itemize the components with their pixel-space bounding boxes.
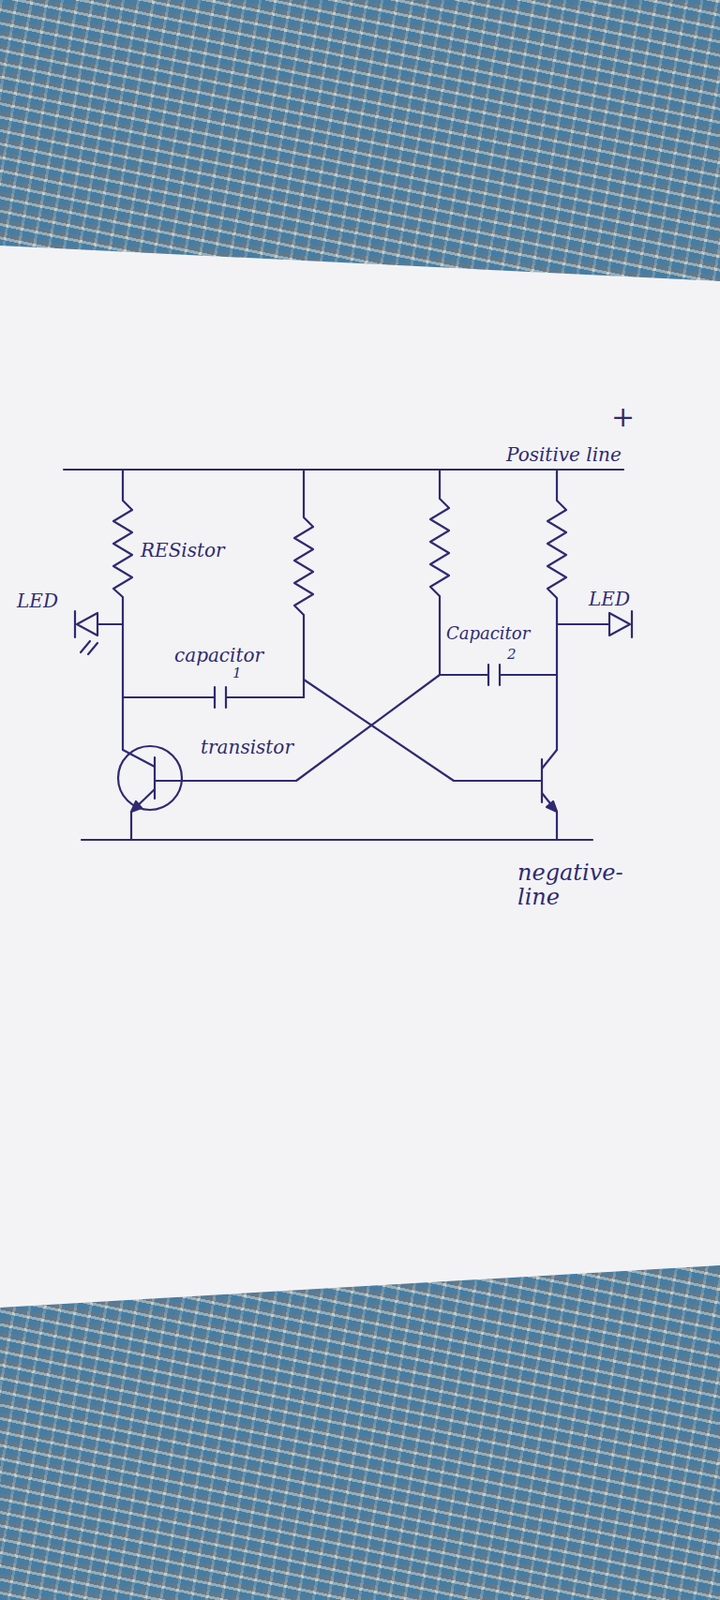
resistor-symbol: [547, 469, 567, 750]
resistor-symbol: [294, 469, 314, 698]
transistor-symbol: [541, 793, 557, 840]
rail-label: Positive line: [506, 444, 622, 465]
wire: [225, 696, 304, 699]
wire: [499, 674, 557, 676]
part-name: capacitor: [174, 645, 264, 666]
wire: [122, 696, 215, 699]
led-symbol: [74, 611, 76, 638]
transistor-symbol: [541, 750, 557, 769]
plus-sign: +: [611, 401, 635, 433]
led-ray: [80, 641, 90, 653]
part-name: LED: [16, 590, 59, 612]
rail-label: negative- line: [517, 860, 640, 911]
emitter-arrow: [546, 801, 557, 812]
wire: [97, 623, 123, 626]
wire: [439, 674, 489, 676]
wire: [556, 623, 610, 626]
part-name: Capacitor: [446, 624, 530, 644]
transistor-symbol: [131, 789, 155, 840]
transistor-symbol: [153, 757, 156, 799]
callout-number: 1: [232, 665, 242, 682]
led-symbol: [609, 613, 630, 636]
negative-rail: [81, 839, 593, 841]
led-symbol: [76, 613, 98, 636]
transistor-symbol: [118, 746, 182, 810]
part-name: LED: [588, 588, 630, 610]
transistor-symbol: [122, 750, 155, 767]
capacitor-symbol: [213, 687, 216, 708]
led-ray: [88, 643, 98, 655]
resistor-symbol: [430, 469, 450, 675]
resistor-symbol: [113, 469, 133, 750]
wire: [154, 675, 440, 781]
part-name: transistor: [200, 736, 294, 758]
emitter-arrow: [131, 801, 142, 812]
transistor-symbol: [540, 759, 543, 803]
led-symbol: [630, 611, 633, 638]
wire: [303, 679, 542, 781]
part-name: RESistor: [140, 540, 225, 561]
paper-sheet: [0, 245, 720, 1308]
capacitor-symbol: [487, 664, 490, 686]
positive-rail: [63, 468, 624, 471]
callout-number: 2: [507, 646, 517, 663]
